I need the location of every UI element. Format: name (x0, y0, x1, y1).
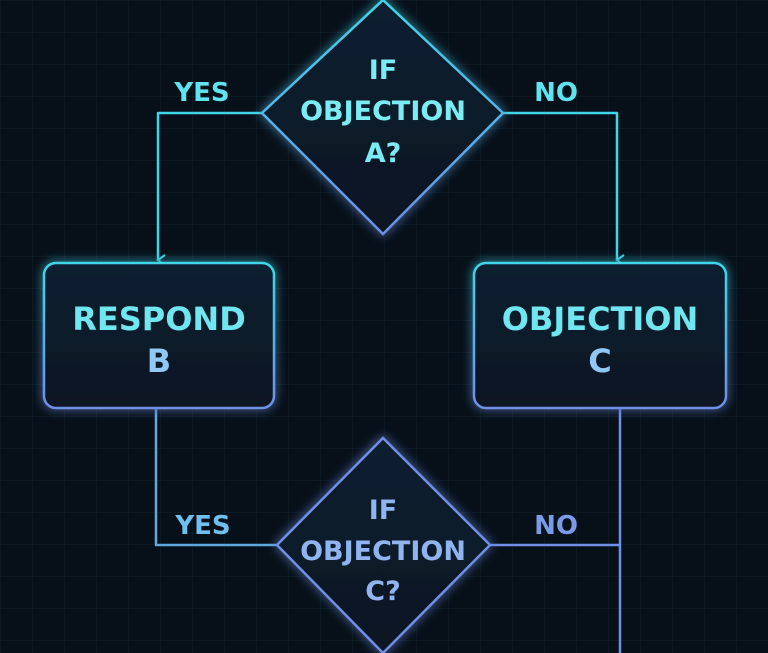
respond-b-line-2: B (147, 342, 171, 380)
edge-a-yes-line (156, 111, 262, 266)
edge-label-a-yes: YES (173, 78, 229, 108)
edge-label-c-yes: YES (174, 511, 230, 541)
decision-c-line-3: C? (365, 576, 400, 607)
edge-a-no-line (503, 111, 625, 266)
objection-c-line-1: OBJECTION (502, 300, 699, 338)
decision-c-line-1: IF (369, 495, 398, 526)
decision-objection-a (260, 0, 505, 236)
decision-c-line-2: OBJECTION (300, 536, 466, 567)
decision-objection-c (275, 436, 492, 653)
decision-a-line-1: IF (369, 55, 398, 86)
process-objection-c (472, 261, 728, 410)
process-respond-b (42, 261, 276, 410)
edge-label-a-no: NO (534, 78, 578, 108)
decision-a-line-2: OBJECTION (300, 96, 466, 127)
respond-b-line-1: RESPOND (72, 300, 246, 338)
decision-a-line-3: A? (365, 138, 402, 169)
edge-label-c-no: NO (534, 511, 578, 541)
edge-b-to-c-yes-line (154, 408, 277, 547)
objection-c-line-2: C (588, 342, 611, 380)
